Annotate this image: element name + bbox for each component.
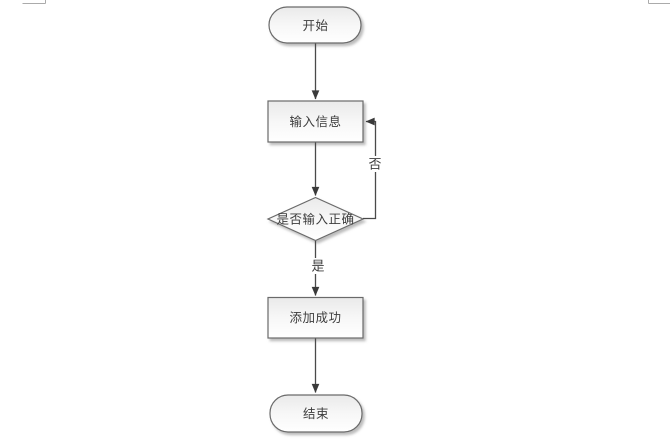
yes-edge-label: 是: [311, 259, 324, 274]
crop-mark-top-left: [22, 0, 46, 4]
decision-label: 是否输入正确: [276, 212, 354, 227]
end-label: 结束: [303, 407, 329, 421]
input-process-shape: [267, 100, 364, 143]
success-process-shape: [267, 296, 364, 339]
start-label: 开始: [302, 19, 328, 33]
success-label: 添加成功: [289, 311, 341, 325]
input-label: 输入信息: [289, 114, 341, 129]
no-label-backdrop: [368, 156, 382, 172]
decision-diamond-shape: [266, 196, 365, 242]
end-terminator-shape: [269, 394, 363, 433]
yes-label-backdrop: [311, 258, 325, 274]
crop-mark-top-right: [648, 0, 670, 4]
start-terminator-shape: [268, 6, 362, 44]
no-edge-label: 否: [368, 157, 381, 172]
